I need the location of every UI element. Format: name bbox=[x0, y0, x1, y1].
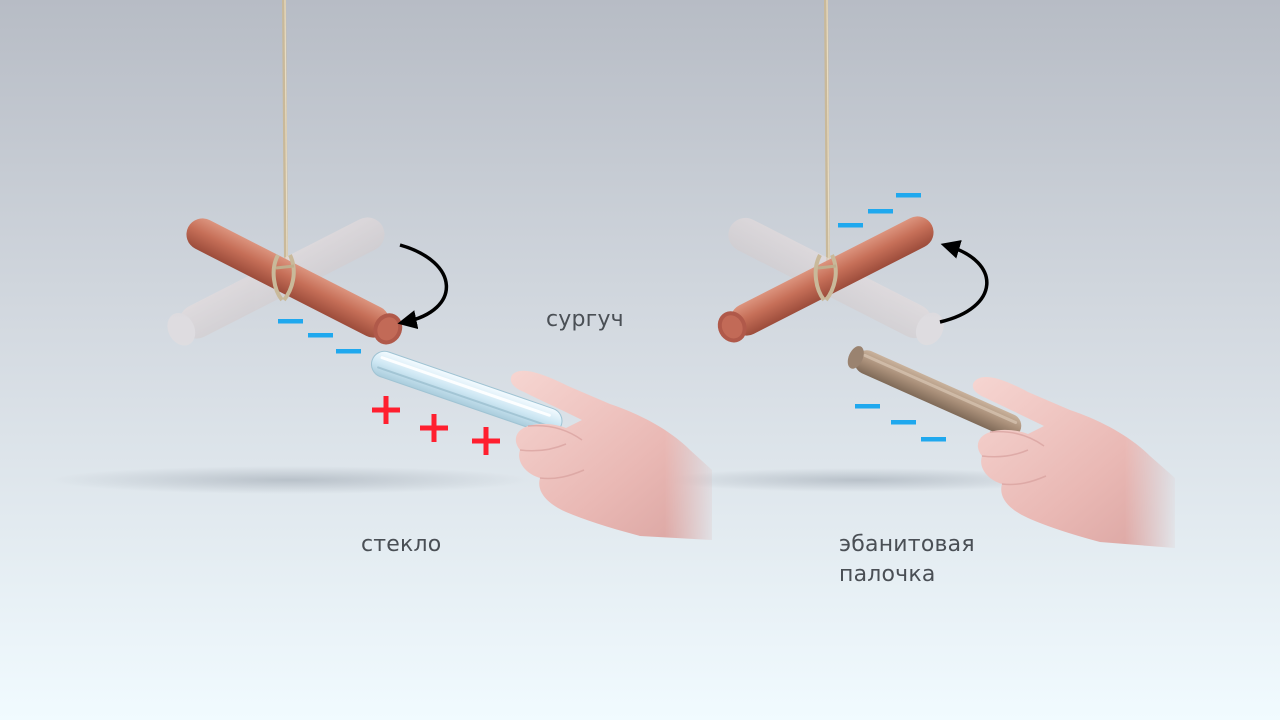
floor-shadow-left bbox=[50, 466, 530, 494]
hand-left bbox=[510, 370, 712, 540]
electron bbox=[891, 420, 916, 425]
ebonite-label-line2: палочка bbox=[839, 562, 936, 587]
rotation-arrow-right bbox=[939, 240, 989, 324]
electron bbox=[868, 209, 893, 214]
ebonite-rod-label: эбанитовая палочка bbox=[839, 530, 975, 590]
electron bbox=[308, 333, 333, 338]
electron bbox=[278, 319, 303, 324]
electron bbox=[921, 437, 946, 442]
electron bbox=[896, 193, 921, 198]
proton-plus bbox=[472, 427, 500, 455]
proton-plus bbox=[420, 414, 448, 442]
electron bbox=[855, 404, 880, 409]
knot-left bbox=[271, 254, 296, 302]
right-scene bbox=[717, 0, 1175, 548]
ebonite-label-line1: эбанитовая bbox=[839, 532, 975, 557]
glass-label: стекло bbox=[361, 532, 442, 557]
electron bbox=[336, 349, 361, 354]
ebonite-rod bbox=[847, 346, 1022, 438]
rotation-arrow-left bbox=[397, 243, 449, 330]
knot-right bbox=[813, 254, 838, 302]
string-right bbox=[824, 0, 830, 263]
proton-plus bbox=[372, 396, 400, 424]
sealing-wax-rod-right bbox=[717, 216, 934, 343]
glass-positive-charges bbox=[372, 396, 500, 455]
glass-rod bbox=[370, 350, 563, 435]
wax-negative-charges bbox=[278, 319, 361, 354]
string-left bbox=[282, 0, 288, 263]
sealing-wax-label: сургуч bbox=[546, 307, 624, 332]
floor-shadow-right bbox=[660, 468, 1060, 492]
wax-negative-charges-right bbox=[838, 193, 921, 228]
left-scene bbox=[167, 0, 712, 540]
hand-right bbox=[972, 377, 1175, 548]
ebonite-negative-charges bbox=[855, 404, 946, 442]
electron bbox=[838, 223, 863, 228]
sealing-wax-rod-left bbox=[186, 218, 403, 345]
